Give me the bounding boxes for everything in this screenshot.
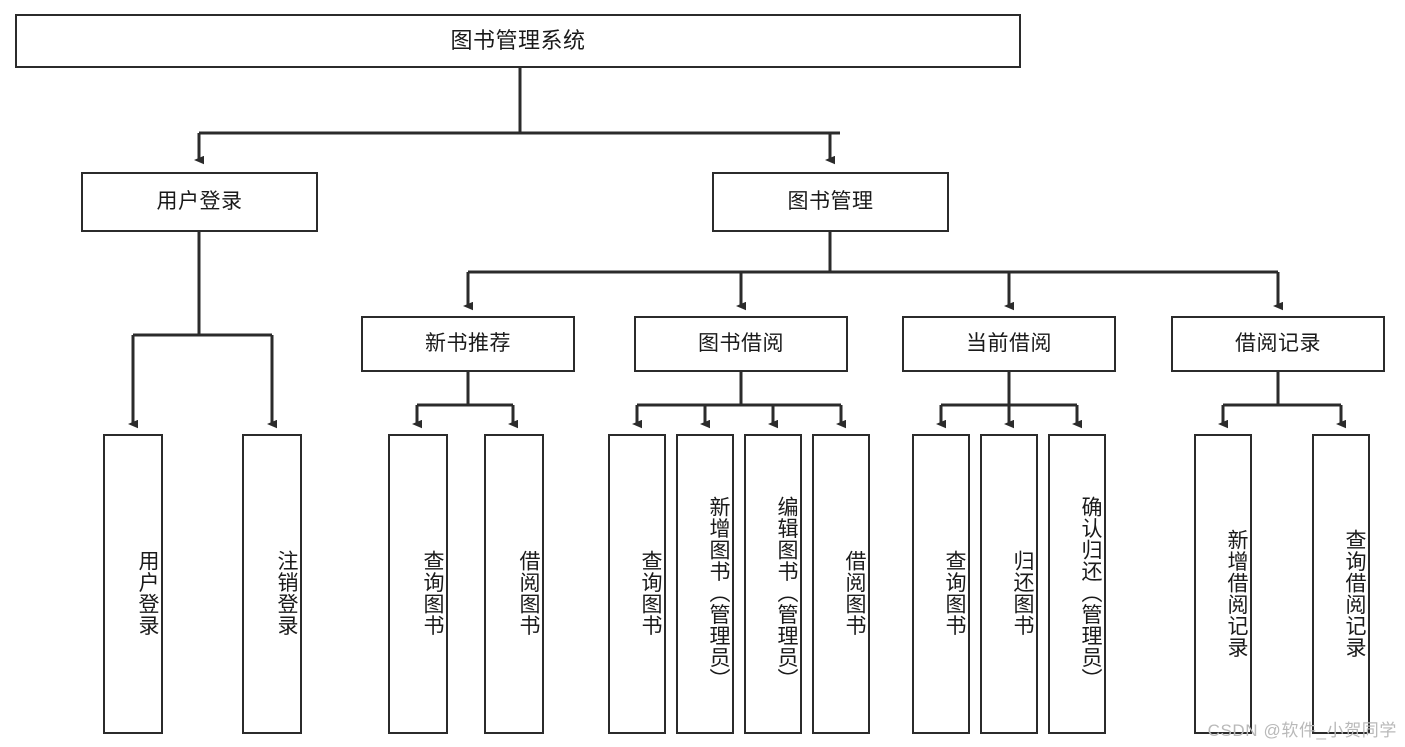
node-leaf-confirm-return-admin[interactable]: 确认归还（管理员） <box>1048 434 1106 734</box>
node-leaf-user-login[interactable]: 用户登录 <box>103 434 163 734</box>
node-new-book-recommend[interactable]: 新书推荐 <box>361 316 575 372</box>
node-leaf-return-book[interactable]: 归还图书 <box>980 434 1038 734</box>
node-book-borrow[interactable]: 图书借阅 <box>634 316 848 372</box>
node-current-borrow[interactable]: 当前借阅 <box>902 316 1116 372</box>
node-root[interactable]: 图书管理系统 <box>15 14 1021 68</box>
node-leaf-borrow-book-recommend[interactable]: 借阅图书 <box>484 434 544 734</box>
node-leaf-logout[interactable]: 注销登录 <box>242 434 302 734</box>
node-leaf-query-book-borrow[interactable]: 查询图书 <box>608 434 666 734</box>
node-leaf-query-book-recommend[interactable]: 查询图书 <box>388 434 448 734</box>
node-leaf-add-borrow-record[interactable]: 新增借阅记录 <box>1194 434 1252 734</box>
node-leaf-add-book-admin[interactable]: 新增图书（管理员） <box>676 434 734 734</box>
node-leaf-edit-book-admin[interactable]: 编辑图书（管理员） <box>744 434 802 734</box>
node-leaf-query-book-current[interactable]: 查询图书 <box>912 434 970 734</box>
node-leaf-borrow-book[interactable]: 借阅图书 <box>812 434 870 734</box>
node-book-management[interactable]: 图书管理 <box>712 172 949 232</box>
watermark-text: CSDN @软件_小贺同学 <box>1207 721 1397 740</box>
node-borrow-record[interactable]: 借阅记录 <box>1171 316 1385 372</box>
node-user-login[interactable]: 用户登录 <box>81 172 318 232</box>
node-leaf-query-borrow-record[interactable]: 查询借阅记录 <box>1312 434 1370 734</box>
